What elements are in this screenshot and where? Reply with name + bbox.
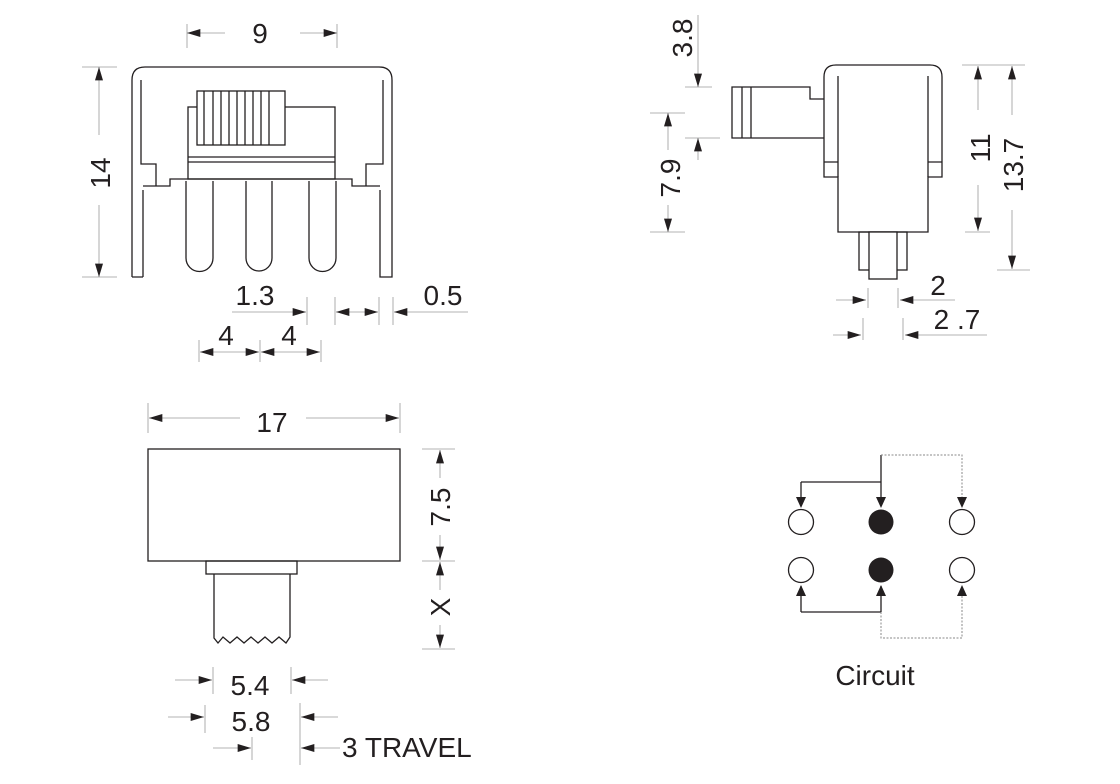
terminal-open: [787, 508, 815, 536]
bottom-actuator: [213, 574, 291, 645]
pins: [185, 181, 337, 273]
terminal-open: [948, 556, 976, 584]
bottom-view: 17 7.5 X 5.4 5.8 3 TRAVEL: [147, 403, 472, 765]
dim-actuator-width-label: 5.4: [231, 670, 270, 701]
circuit-diagram: Circuit: [787, 454, 976, 691]
dim-flange-width-label: 5.8: [232, 706, 271, 737]
dim-travel-label: 3 TRAVEL: [342, 732, 472, 763]
dim-width-label: 9: [252, 18, 268, 49]
terminal-common: [868, 557, 894, 583]
dim-pin-outer-label: 2 .7: [934, 304, 981, 335]
dim-body-height-label: 11: [965, 133, 996, 162]
dim-pitch-1-label: 4: [218, 320, 234, 351]
side-view: 3.8 7.9 11 13.7 2 2 .7: [650, 15, 1030, 340]
dim-pin-width-label: 1.3: [236, 280, 275, 311]
dim-actuator-length-label: X: [425, 597, 456, 616]
dim-length-label: 17: [256, 407, 287, 438]
dim-leg-width-label: 0.5: [424, 280, 463, 311]
circuit-label: Circuit: [835, 660, 915, 691]
side-actuator: [731, 86, 824, 139]
bottom-body: [147, 448, 401, 562]
terminal-open: [948, 508, 976, 536]
terminal-common: [868, 509, 894, 535]
dim-actuator-height-label: 7.9: [655, 159, 686, 198]
dim-height-label: 14: [85, 157, 116, 188]
bottom-flange: [205, 560, 298, 575]
dim-total-height-label: 13.7: [998, 138, 1029, 193]
terminal-open: [787, 556, 815, 584]
knob-ridges: [203, 91, 270, 145]
dim-actuator-offset-label: 3.8: [667, 19, 698, 58]
slider-knob: [196, 90, 286, 146]
side-pin-inner: [868, 231, 898, 280]
front-view: 9 14 1.3 0.5 4 4: [82, 18, 468, 362]
dim-pitch-2-label: 4: [281, 320, 297, 351]
side-body-outline: [823, 64, 943, 233]
dim-pin-inner-label: 2: [930, 270, 946, 301]
dim-depth-label: 7.5: [425, 488, 456, 527]
front-body-outline: [131, 66, 393, 278]
